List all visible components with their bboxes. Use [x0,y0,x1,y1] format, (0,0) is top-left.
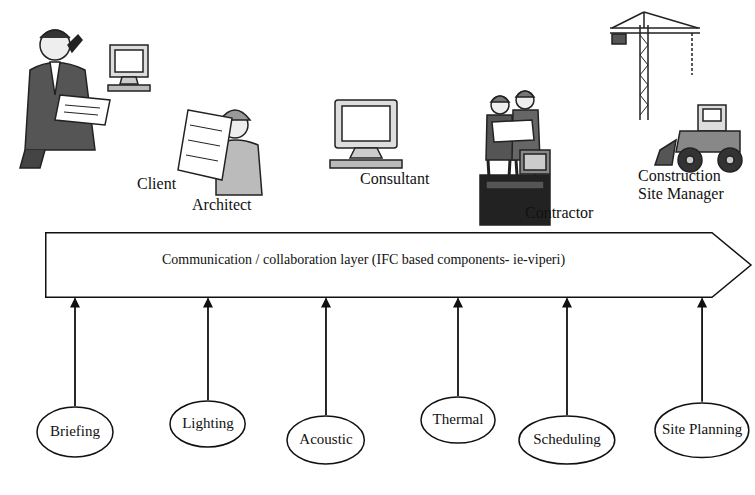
tool-label: Site Planning [662,421,742,438]
role-label: Construction Site Manager [638,167,738,204]
tool-label: Acoustic [299,431,352,448]
input-arrow [566,299,568,416]
tool-label: Lighting [182,415,234,432]
input-arrow [74,299,76,407]
role-label: Consultant [360,170,429,188]
tool-ellipse: Thermal [420,396,496,444]
input-arrow [701,299,703,402]
tool-ellipse: Scheduling [518,415,616,465]
input-arrow [207,299,209,401]
crane-figure [610,12,700,120]
role-label: Client [137,175,176,193]
tool-ellipse: Lighting [169,400,246,448]
tool-ellipse: Acoustic [286,415,365,465]
consultant-computer [330,100,402,168]
tool-ellipse: Briefing [36,406,114,458]
band-label: Communication / collaboration layer (IFC… [162,252,565,268]
input-arrow [325,299,327,416]
input-arrow [457,299,459,397]
tool-ellipse: Site Planning [654,402,750,459]
collaboration-band: Communication / collaboration layer (IFC… [45,232,752,298]
role-label: Contractor [525,204,593,222]
tool-label: Scheduling [533,431,601,448]
architect-figure [178,110,262,195]
role-label: Architect [192,196,252,214]
tool-label: Briefing [50,423,100,440]
loader-figure [655,105,742,172]
client-figure [20,30,150,168]
tool-label: Thermal [433,411,484,428]
